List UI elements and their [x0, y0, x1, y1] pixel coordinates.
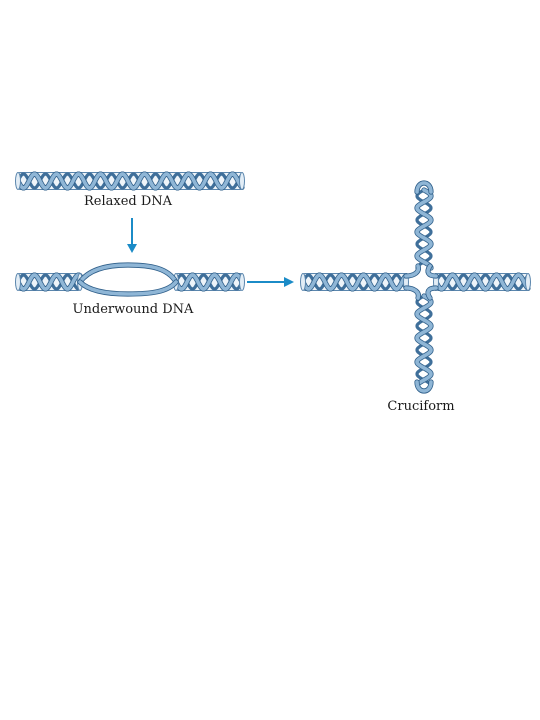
- relaxed-dna-label: Relaxed DNA: [84, 194, 173, 209]
- underwound-dna-helix: [15, 262, 245, 297]
- helix-end-cap: [525, 273, 531, 291]
- unwound-strand-top-edge: [77, 262, 179, 285]
- helix-end-cap: [239, 172, 245, 190]
- helix-end-cap: [15, 273, 21, 291]
- underwound-dna-label: Underwound DNA: [73, 302, 195, 317]
- junction-strand: [426, 264, 438, 278]
- helix-strand-front: [415, 188, 433, 270]
- junction-strand: [426, 286, 438, 300]
- helix-end-cap: [300, 273, 306, 291]
- helix-strand-front: [16, 172, 244, 190]
- down-arrow-icon: [127, 218, 137, 253]
- helix-strand-front: [301, 273, 408, 291]
- cruciform-label: Cruciform: [387, 399, 454, 414]
- helix-strand-front: [174, 273, 244, 291]
- junction-strand: [404, 286, 421, 300]
- relaxed-dna-helix: [15, 171, 245, 191]
- cruciform-dna-structure: [300, 180, 531, 394]
- unwound-strand-bottom: [78, 280, 178, 296]
- junction-strand: [404, 264, 421, 278]
- helix-strand-front: [415, 294, 433, 386]
- hairpin-loop-bottom: [415, 380, 433, 393]
- helix-end-cap: [15, 172, 21, 190]
- helix-strand-front: [16, 273, 82, 291]
- helix-strand-front: [434, 273, 530, 291]
- helix-strand-back: [301, 273, 408, 291]
- unwound-strand-top: [78, 263, 178, 284]
- helix-end-cap: [239, 273, 245, 291]
- right-arrow-icon: [247, 277, 294, 287]
- hairpin-loop-top: [415, 181, 433, 194]
